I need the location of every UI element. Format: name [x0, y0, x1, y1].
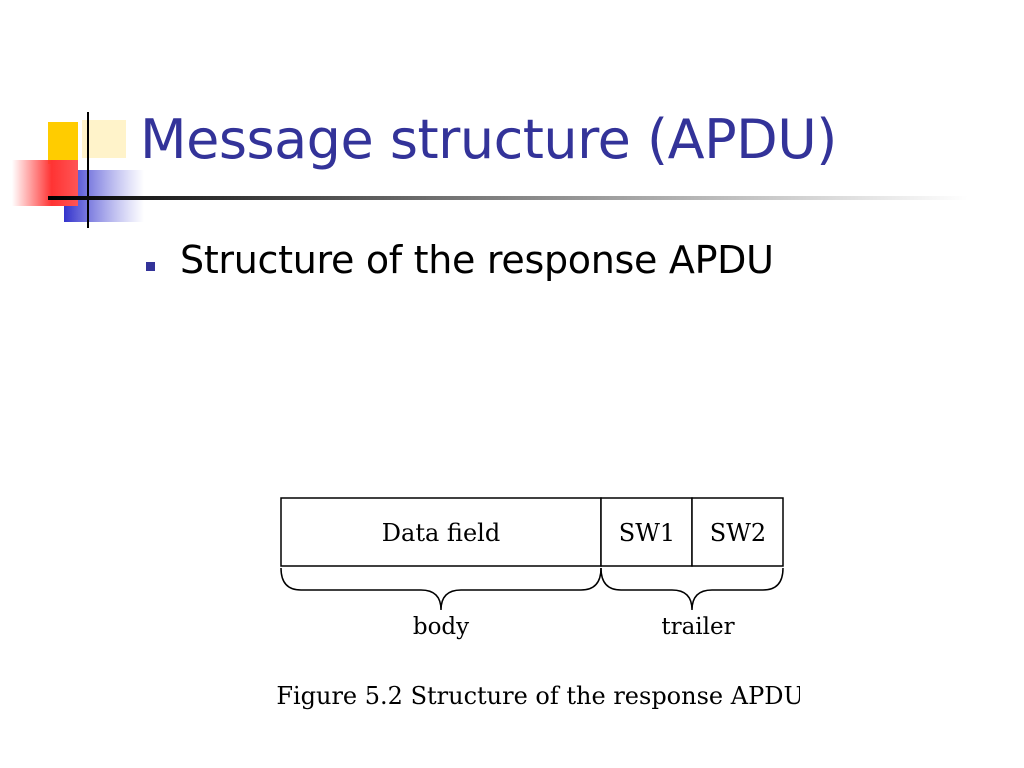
bullet-item: Structure of the response APDU [180, 238, 774, 282]
yellow-glow [82, 120, 126, 158]
trailer-label: trailer [661, 614, 734, 640]
body-label: body [413, 614, 469, 640]
slide-title: Message structure (APDU) [140, 108, 837, 171]
sw1-label: SW1 [619, 519, 675, 547]
sw1-box [600, 497, 693, 567]
figure-caption: Figure 5.2 Structure of the response APD… [276, 682, 800, 710]
apdu-diagram: Data field SW1 SW2 body trailer Figure 5… [276, 497, 800, 710]
yellow-square [48, 122, 78, 164]
bullet-marker [146, 262, 155, 271]
body-brace [280, 567, 602, 611]
data-field-label: Data field [382, 519, 500, 547]
sw2-label: SW2 [710, 519, 766, 547]
trailer-brace [600, 567, 784, 611]
title-decoration [12, 112, 144, 228]
data-field-box [280, 497, 602, 567]
title-underline [48, 196, 968, 200]
sw2-box [691, 497, 784, 567]
